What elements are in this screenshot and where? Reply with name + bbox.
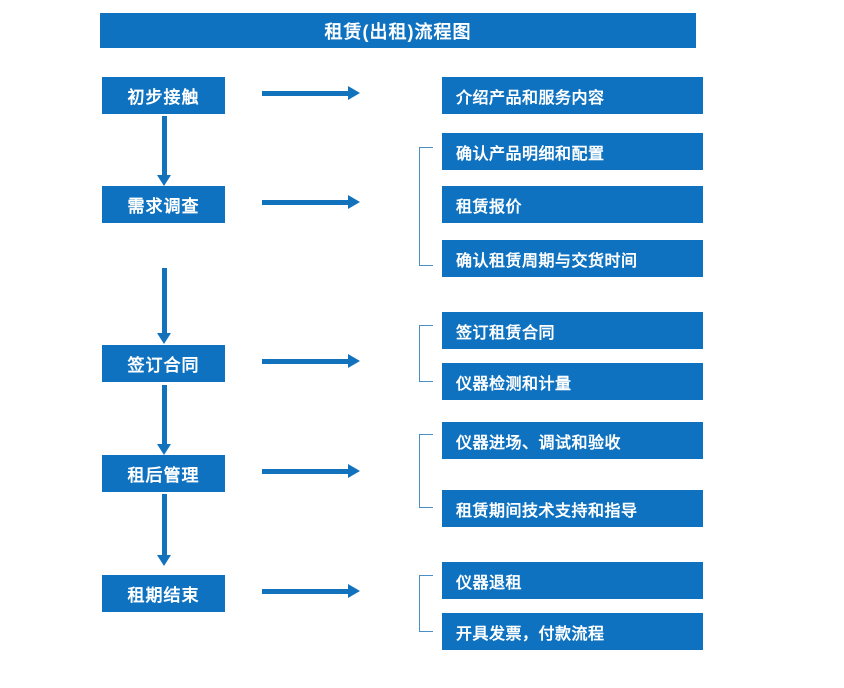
stage-box-2[interactable]: 需求调查	[102, 186, 225, 223]
detail-box-10[interactable]: 开具发票，付款流程	[442, 613, 703, 650]
flow-arrow-right-2	[262, 195, 360, 209]
flow-arrow-right-1	[262, 86, 360, 100]
arrow-shaft	[262, 200, 350, 205]
page-title: 租赁(出租)流程图	[100, 13, 696, 48]
flow-arrow-right-3	[262, 354, 360, 368]
detail-box-8[interactable]: 租赁期间技术支持和指导	[442, 490, 703, 527]
detail-group-bracket-4	[419, 434, 433, 508]
detail-box-1[interactable]: 介绍产品和服务内容	[442, 77, 703, 114]
stage-box-4[interactable]: 租后管理	[102, 455, 225, 492]
arrow-head-icon	[348, 354, 360, 368]
arrow-shaft	[162, 494, 167, 555]
arrow-head-icon	[157, 444, 171, 455]
arrow-head-icon	[157, 175, 171, 186]
flow-arrow-down-1	[157, 116, 172, 186]
stage-box-3[interactable]: 签订合同	[102, 345, 225, 382]
flow-arrow-right-5	[262, 584, 360, 598]
arrow-head-icon	[348, 195, 360, 209]
detail-group-bracket-3	[419, 325, 433, 382]
arrow-shaft	[262, 91, 350, 96]
arrow-head-icon	[157, 333, 171, 344]
arrow-head-icon	[348, 584, 360, 598]
detail-group-bracket-5	[419, 575, 433, 632]
stage-box-5[interactable]: 租期结束	[102, 575, 225, 612]
flow-arrow-down-3	[157, 385, 172, 455]
flow-arrow-down-4	[157, 494, 172, 566]
detail-box-9[interactable]: 仪器退租	[442, 562, 703, 599]
detail-box-3[interactable]: 租赁报价	[442, 186, 703, 223]
arrow-shaft	[262, 469, 350, 474]
arrow-shaft	[162, 385, 167, 444]
arrow-shaft	[262, 359, 350, 364]
arrow-head-icon	[348, 464, 360, 478]
arrow-shaft	[162, 268, 167, 333]
flow-arrow-right-4	[262, 464, 360, 478]
arrow-shaft	[162, 116, 167, 175]
arrow-head-icon	[157, 555, 171, 566]
stage-box-1[interactable]: 初步接触	[102, 77, 225, 114]
flow-arrow-down-2	[157, 268, 172, 344]
detail-box-7[interactable]: 仪器进场、调试和验收	[442, 422, 703, 459]
detail-box-4[interactable]: 确认租赁周期与交货时间	[442, 240, 703, 277]
detail-box-5[interactable]: 签订租赁合同	[442, 312, 703, 349]
detail-box-6[interactable]: 仪器检测和计量	[442, 363, 703, 400]
detail-box-2[interactable]: 确认产品明细和配置	[442, 133, 703, 170]
arrow-shaft	[262, 589, 350, 594]
detail-group-bracket-2	[419, 147, 433, 266]
arrow-head-icon	[348, 86, 360, 100]
